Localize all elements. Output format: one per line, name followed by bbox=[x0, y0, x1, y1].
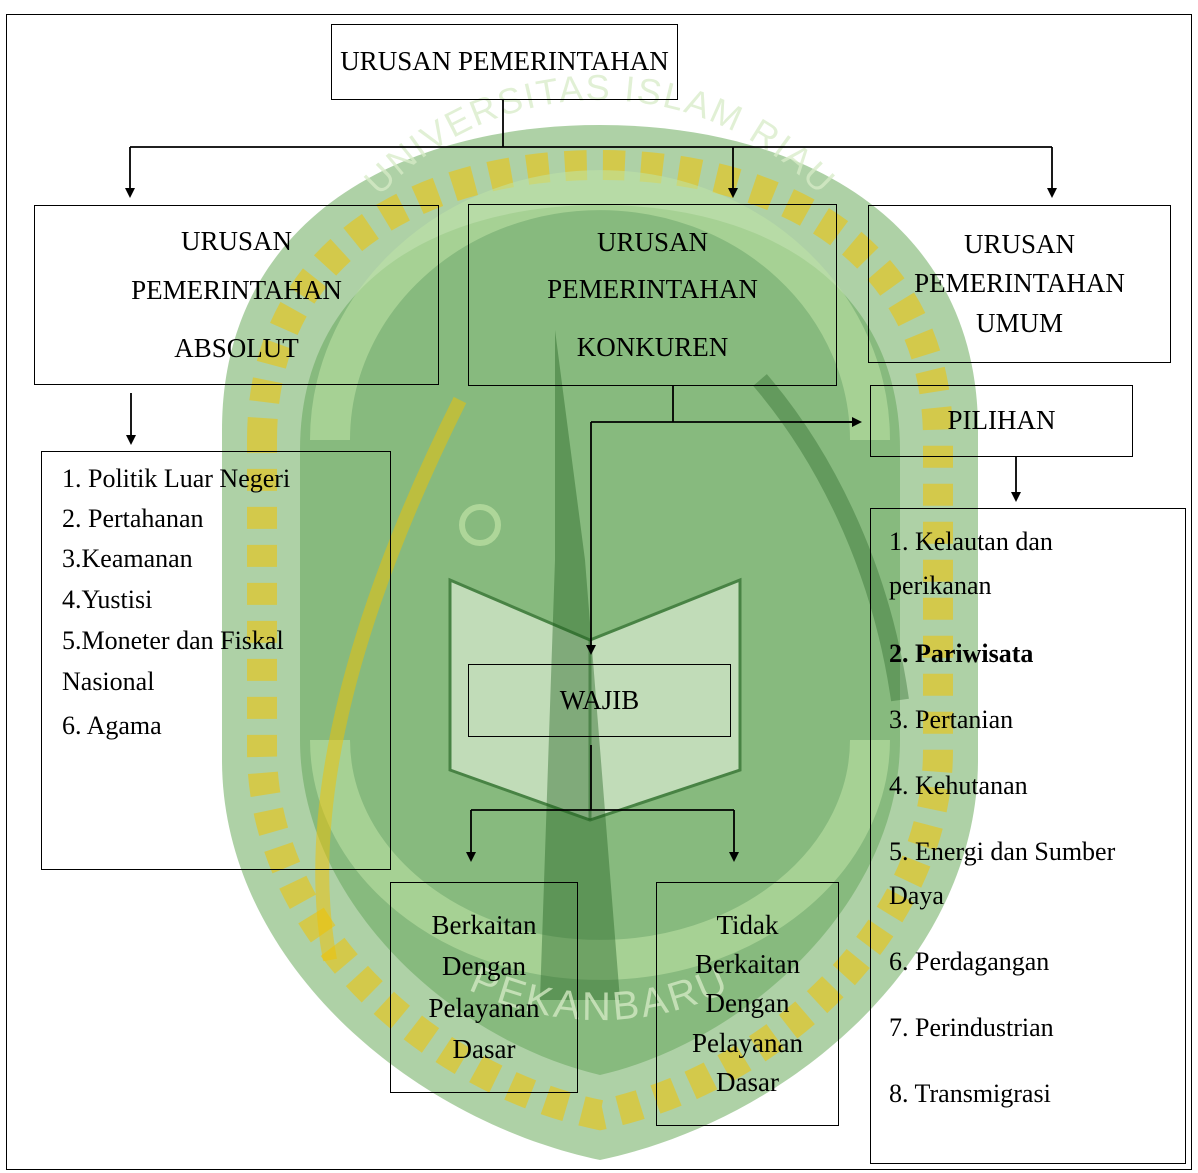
list-item: 2. Pertahanan bbox=[62, 504, 204, 533]
berkaitan-line2: Dengan bbox=[442, 951, 526, 982]
list-item: 4. Kehutanan bbox=[889, 771, 1028, 800]
list-item: 4.Yustisi bbox=[62, 585, 153, 614]
tidak-berkaitan-box: Tidak Berkaitan Dengan Pelayanan Dasar bbox=[656, 882, 839, 1126]
umum-line2: PEMERINTAHAN bbox=[914, 268, 1125, 299]
absolut-line2: PEMERINTAHAN bbox=[131, 275, 342, 306]
absolut-box: URUSAN PEMERINTAHAN ABSOLUT bbox=[34, 205, 439, 385]
konkuren-box: URUSAN PEMERINTAHAN KONKUREN bbox=[468, 204, 837, 386]
berkaitan-line4: Dasar bbox=[452, 1033, 516, 1064]
tidak-berkaitan-line2: Berkaitan bbox=[695, 949, 800, 980]
pilihan-box: PILIHAN bbox=[870, 385, 1133, 457]
wajib-label: WAJIB bbox=[559, 684, 640, 715]
absolut-list-box: 1. Politik Luar Negeri 2. Pertahanan 3.K… bbox=[41, 451, 391, 870]
pilihan-list-box: 1. Kelautan dan perikanan 2. Pariwisata … bbox=[870, 508, 1186, 1164]
list-item: Daya bbox=[889, 881, 944, 910]
leaf-icon bbox=[753, 374, 909, 702]
list-item: 5. Energi dan Sumber bbox=[889, 837, 1116, 866]
list-item: 7. Perindustrian bbox=[889, 1013, 1054, 1042]
konkuren-line3: KONKUREN bbox=[576, 331, 729, 362]
crescent-icon bbox=[459, 504, 501, 546]
list-item: 2. Pariwisata bbox=[889, 639, 1034, 668]
shield-ring-icon bbox=[247, 149, 953, 1131]
umum-line1: URUSAN bbox=[963, 229, 1076, 260]
wajib-box: WAJIB bbox=[468, 664, 731, 737]
list-item: 1. Kelautan dan bbox=[889, 527, 1053, 556]
root-box: URUSAN PEMERINTAHAN bbox=[331, 24, 678, 100]
berkaitan-line1: Berkaitan bbox=[431, 910, 537, 941]
root-label: URUSAN PEMERINTAHAN bbox=[340, 46, 669, 77]
list-item: 6. Perdagangan bbox=[889, 947, 1050, 976]
wheat-icon bbox=[315, 396, 467, 962]
absolut-line3: ABSOLUT bbox=[174, 332, 299, 363]
list-item: perikanan bbox=[889, 571, 992, 600]
tidak-berkaitan-line4: Pelayanan bbox=[692, 1027, 803, 1058]
tidak-berkaitan-line1: Tidak bbox=[716, 910, 779, 941]
umum-line3: UMUM bbox=[975, 307, 1063, 338]
outer-frame bbox=[6, 14, 1192, 1170]
list-item: 1. Politik Luar Negeri bbox=[62, 464, 291, 493]
list-item: 3.Keamanan bbox=[62, 544, 193, 573]
konkuren-line2: PEMERINTAHAN bbox=[547, 274, 758, 305]
absolut-line1: URUSAN bbox=[180, 226, 293, 257]
list-item: 5.Moneter dan Fiskal bbox=[62, 626, 284, 655]
tidak-berkaitan-line3: Dengan bbox=[705, 988, 790, 1019]
pilihan-label: PILIHAN bbox=[947, 405, 1056, 436]
tidak-berkaitan-line5: Dasar bbox=[716, 1066, 779, 1097]
list-item: Nasional bbox=[62, 667, 155, 696]
berkaitan-line3: Pelayanan bbox=[428, 992, 540, 1023]
list-item: 3. Pertanian bbox=[889, 705, 1014, 734]
list-item: 6. Agama bbox=[62, 711, 162, 740]
konkuren-line1: URUSAN bbox=[596, 227, 709, 258]
list-item: 8. Transmigrasi bbox=[889, 1079, 1051, 1108]
umum-box: URUSAN PEMERINTAHAN UMUM bbox=[868, 205, 1171, 363]
tower-icon bbox=[540, 330, 620, 1000]
berkaitan-box: Berkaitan Dengan Pelayanan Dasar bbox=[390, 882, 578, 1093]
